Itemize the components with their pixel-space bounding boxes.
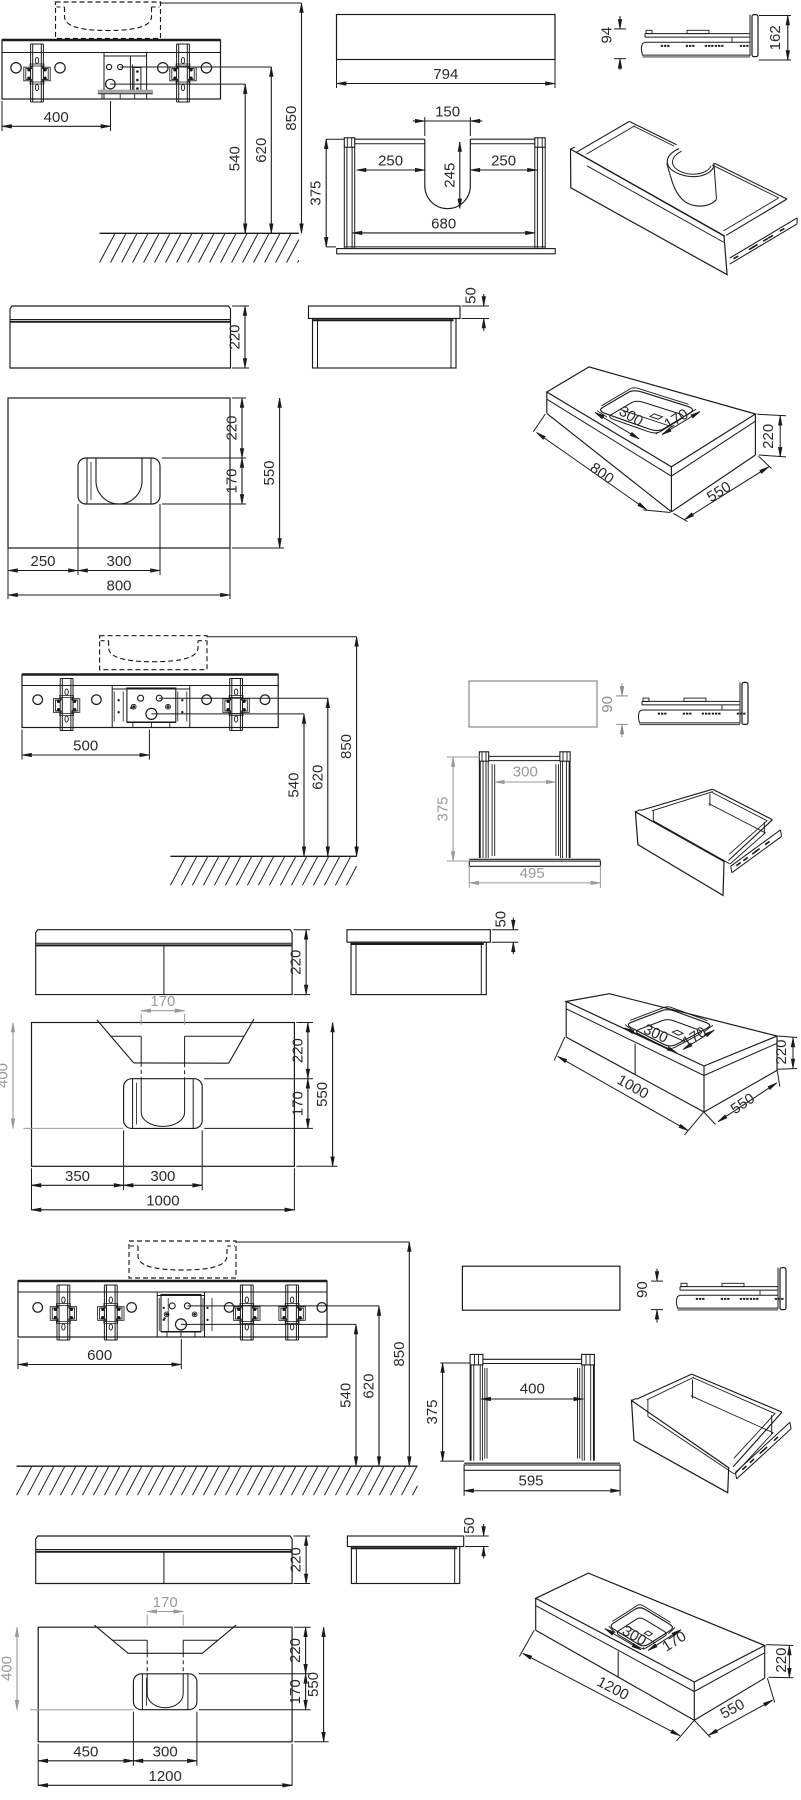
svg-text:170: 170 [153, 1594, 178, 1611]
svg-text:800: 800 [106, 578, 131, 595]
svg-text:550: 550 [728, 1090, 758, 1118]
svg-text:1000: 1000 [146, 1192, 179, 1209]
svg-text:450: 450 [73, 1743, 98, 1760]
svg-text:220: 220 [289, 1038, 306, 1063]
svg-text:90: 90 [599, 696, 616, 713]
svg-text:540: 540 [286, 773, 303, 798]
svg-text:620: 620 [253, 138, 270, 163]
svg-text:170: 170 [679, 1023, 709, 1051]
svg-text:600: 600 [87, 1347, 112, 1364]
svg-text:540: 540 [227, 146, 244, 171]
svg-text:495: 495 [520, 865, 545, 882]
svg-text:170: 170 [224, 468, 241, 493]
svg-text:250: 250 [491, 153, 516, 170]
svg-text:595: 595 [518, 1473, 543, 1490]
svg-text:220: 220 [773, 1039, 790, 1064]
svg-text:300: 300 [153, 1743, 178, 1760]
svg-text:170: 170 [150, 993, 175, 1010]
svg-text:250: 250 [378, 153, 403, 170]
svg-text:162: 162 [767, 25, 784, 50]
svg-text:500: 500 [73, 738, 98, 755]
svg-text:800: 800 [587, 459, 617, 487]
svg-text:400: 400 [0, 1063, 12, 1088]
svg-text:220: 220 [760, 424, 777, 449]
svg-text:50: 50 [461, 1517, 478, 1534]
svg-text:150: 150 [435, 104, 460, 121]
svg-text:794: 794 [433, 66, 458, 83]
svg-text:170: 170 [289, 1091, 306, 1116]
svg-text:300: 300 [513, 764, 538, 781]
svg-text:245: 245 [441, 163, 458, 188]
svg-text:620: 620 [361, 1374, 378, 1399]
svg-text:550: 550 [717, 1696, 747, 1723]
svg-text:50: 50 [463, 287, 480, 304]
svg-text:90: 90 [634, 1281, 651, 1298]
svg-text:300: 300 [641, 1021, 671, 1047]
svg-text:350: 350 [65, 1168, 90, 1185]
svg-text:375: 375 [435, 796, 452, 821]
svg-text:550: 550 [704, 478, 734, 506]
svg-text:850: 850 [338, 734, 355, 759]
svg-text:400: 400 [44, 109, 69, 126]
svg-text:400: 400 [520, 1380, 545, 1397]
svg-text:550: 550 [314, 1082, 331, 1107]
svg-text:220: 220 [224, 415, 241, 440]
svg-text:375: 375 [424, 1399, 441, 1424]
svg-text:50: 50 [492, 911, 509, 928]
svg-text:250: 250 [30, 553, 55, 570]
svg-text:220: 220 [287, 1638, 304, 1663]
svg-text:220: 220 [288, 950, 305, 975]
svg-text:220: 220 [227, 324, 244, 349]
svg-text:170: 170 [659, 1628, 689, 1656]
svg-text:850: 850 [391, 1342, 408, 1367]
svg-text:540: 540 [338, 1383, 355, 1408]
svg-text:680: 680 [431, 215, 456, 232]
svg-text:375: 375 [308, 181, 325, 206]
svg-text:170: 170 [287, 1679, 304, 1704]
svg-text:300: 300 [106, 553, 131, 570]
svg-text:550: 550 [305, 1672, 322, 1697]
svg-text:220: 220 [288, 1547, 305, 1572]
svg-text:850: 850 [283, 106, 300, 131]
svg-text:1200: 1200 [149, 1768, 182, 1785]
svg-text:220: 220 [773, 1648, 790, 1673]
svg-text:300: 300 [150, 1168, 175, 1185]
svg-text:400: 400 [0, 1656, 16, 1681]
svg-text:1000: 1000 [614, 1071, 651, 1102]
svg-text:550: 550 [261, 460, 278, 485]
svg-text:620: 620 [309, 765, 326, 790]
svg-text:94: 94 [599, 27, 616, 44]
svg-text:1200: 1200 [594, 1673, 631, 1704]
